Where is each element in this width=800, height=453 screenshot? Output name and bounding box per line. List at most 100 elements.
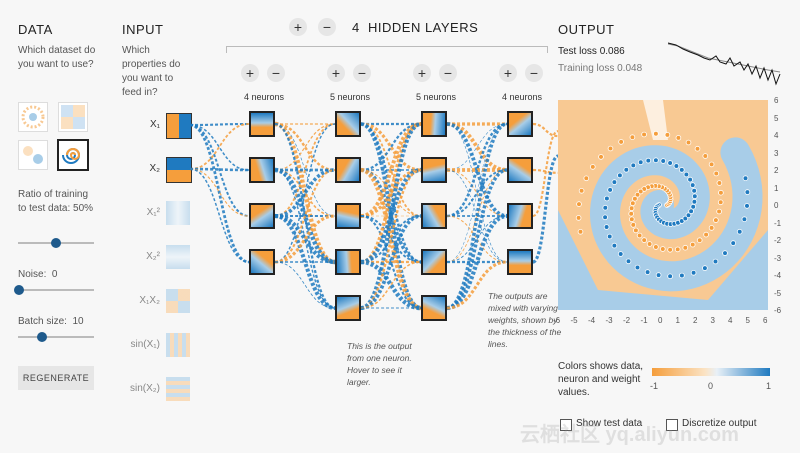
feature-toggle[interactable] (166, 113, 192, 139)
feature-toggle[interactable] (166, 377, 190, 401)
neuron[interactable] (335, 203, 361, 229)
neuron[interactable] (421, 203, 447, 229)
weight-link (360, 215, 422, 263)
x-tick-label: -2 (623, 316, 631, 325)
data-point (636, 232, 643, 239)
weight-link (274, 123, 336, 171)
remove-neuron-button[interactable]: − (439, 64, 457, 82)
layer-neuron-count: 4 neurons (243, 92, 285, 102)
dataset-question: Which dataset do you want to use? (18, 45, 96, 70)
dataset-xor[interactable] (58, 102, 88, 132)
x-tick-label: -5 (570, 316, 578, 325)
data-point (633, 227, 639, 234)
neuron[interactable] (507, 111, 533, 137)
batch-slider[interactable] (18, 332, 94, 342)
data-point (637, 159, 644, 166)
neuron[interactable] (507, 249, 533, 275)
feature-toggle[interactable] (166, 157, 192, 183)
remove-layer-button[interactable]: − (318, 18, 336, 36)
y-tick-label: -6 (774, 306, 782, 315)
data-point (744, 189, 751, 195)
data-point (713, 170, 720, 177)
feature-toggle[interactable] (166, 289, 190, 313)
weight-link (446, 169, 508, 217)
x-tick-label: 2 (693, 316, 698, 325)
regenerate-button[interactable]: REGENERATE (18, 366, 94, 390)
data-point (629, 216, 635, 223)
y-tick-label: -2 (774, 236, 782, 245)
neuron[interactable] (249, 203, 275, 229)
neuron[interactable] (421, 157, 447, 183)
data-point (722, 250, 728, 256)
dataset-circle[interactable] (18, 102, 48, 132)
data-point (577, 229, 584, 235)
feature-toggle[interactable] (166, 333, 190, 357)
neuron[interactable] (507, 203, 533, 229)
weight-link (274, 169, 336, 309)
data-point (602, 214, 608, 221)
data-point (667, 247, 673, 253)
noise-value: 0 (51, 269, 58, 280)
ratio-slider[interactable] (18, 238, 94, 248)
weight-link (360, 167, 422, 311)
neuron[interactable] (421, 249, 447, 275)
data-point (717, 199, 724, 206)
data-point (602, 204, 609, 211)
batch-slider-knob[interactable] (37, 332, 47, 342)
show-test-data-checkbox[interactable] (560, 419, 572, 431)
neuron[interactable] (335, 295, 361, 321)
neuron[interactable] (421, 111, 447, 137)
feature-toggle[interactable] (166, 201, 190, 225)
data-point (679, 272, 685, 279)
data-point (625, 258, 632, 265)
y-tick-label: 6 (774, 96, 779, 105)
feature-label: X₂² (146, 251, 160, 262)
remove-neuron-button[interactable]: − (353, 64, 371, 82)
data-point (607, 145, 614, 152)
ratio-slider-knob[interactable] (51, 238, 61, 248)
weight-link (360, 259, 422, 311)
scale-max: 1 (766, 381, 772, 391)
feature-label: X₂ (149, 163, 160, 174)
neuron[interactable] (335, 249, 361, 275)
neuron[interactable] (507, 157, 533, 183)
weight-link (532, 154, 559, 264)
layer-neuron-count: 5 neurons (415, 92, 457, 102)
feature-toggle[interactable] (166, 245, 190, 269)
neuron[interactable] (421, 295, 447, 321)
noise-slider-knob[interactable] (14, 285, 24, 295)
colors-note: Colors shows data, neuron and weight val… (558, 361, 644, 398)
data-point (653, 157, 659, 163)
add-neuron-button[interactable]: + (241, 64, 259, 82)
remove-neuron-button[interactable]: − (267, 64, 285, 82)
data-point (690, 270, 697, 276)
weight-link (274, 123, 336, 263)
dataset-spiral[interactable] (57, 139, 89, 171)
data-point (611, 179, 618, 185)
add-neuron-button[interactable]: + (413, 64, 431, 82)
neuron[interactable] (249, 111, 275, 137)
neuron[interactable] (335, 111, 361, 137)
data-point (607, 187, 613, 193)
discretize-output-checkbox[interactable] (666, 419, 678, 431)
add-neuron-button[interactable]: + (499, 64, 517, 82)
xor-dataset-icon (61, 105, 85, 129)
add-neuron-button[interactable]: + (327, 64, 345, 82)
data-point (641, 237, 647, 243)
remove-neuron-button[interactable]: − (525, 64, 543, 82)
neuron[interactable] (335, 157, 361, 183)
noise-slider[interactable] (14, 285, 94, 295)
dataset-gauss[interactable] (18, 140, 48, 170)
data-point (611, 242, 618, 249)
neuron[interactable] (249, 157, 275, 183)
y-tick-label: 1 (774, 183, 779, 193)
weight-link (274, 214, 336, 264)
data-point (742, 175, 749, 181)
output-heatmap[interactable] (558, 100, 768, 310)
add-layer-button[interactable]: + (289, 18, 307, 36)
weight-link (189, 123, 250, 218)
data-point (629, 134, 636, 140)
watermark: 云栖社区 yq.aliyun.com (520, 424, 739, 446)
weight-link (189, 167, 250, 172)
neuron[interactable] (249, 249, 275, 275)
